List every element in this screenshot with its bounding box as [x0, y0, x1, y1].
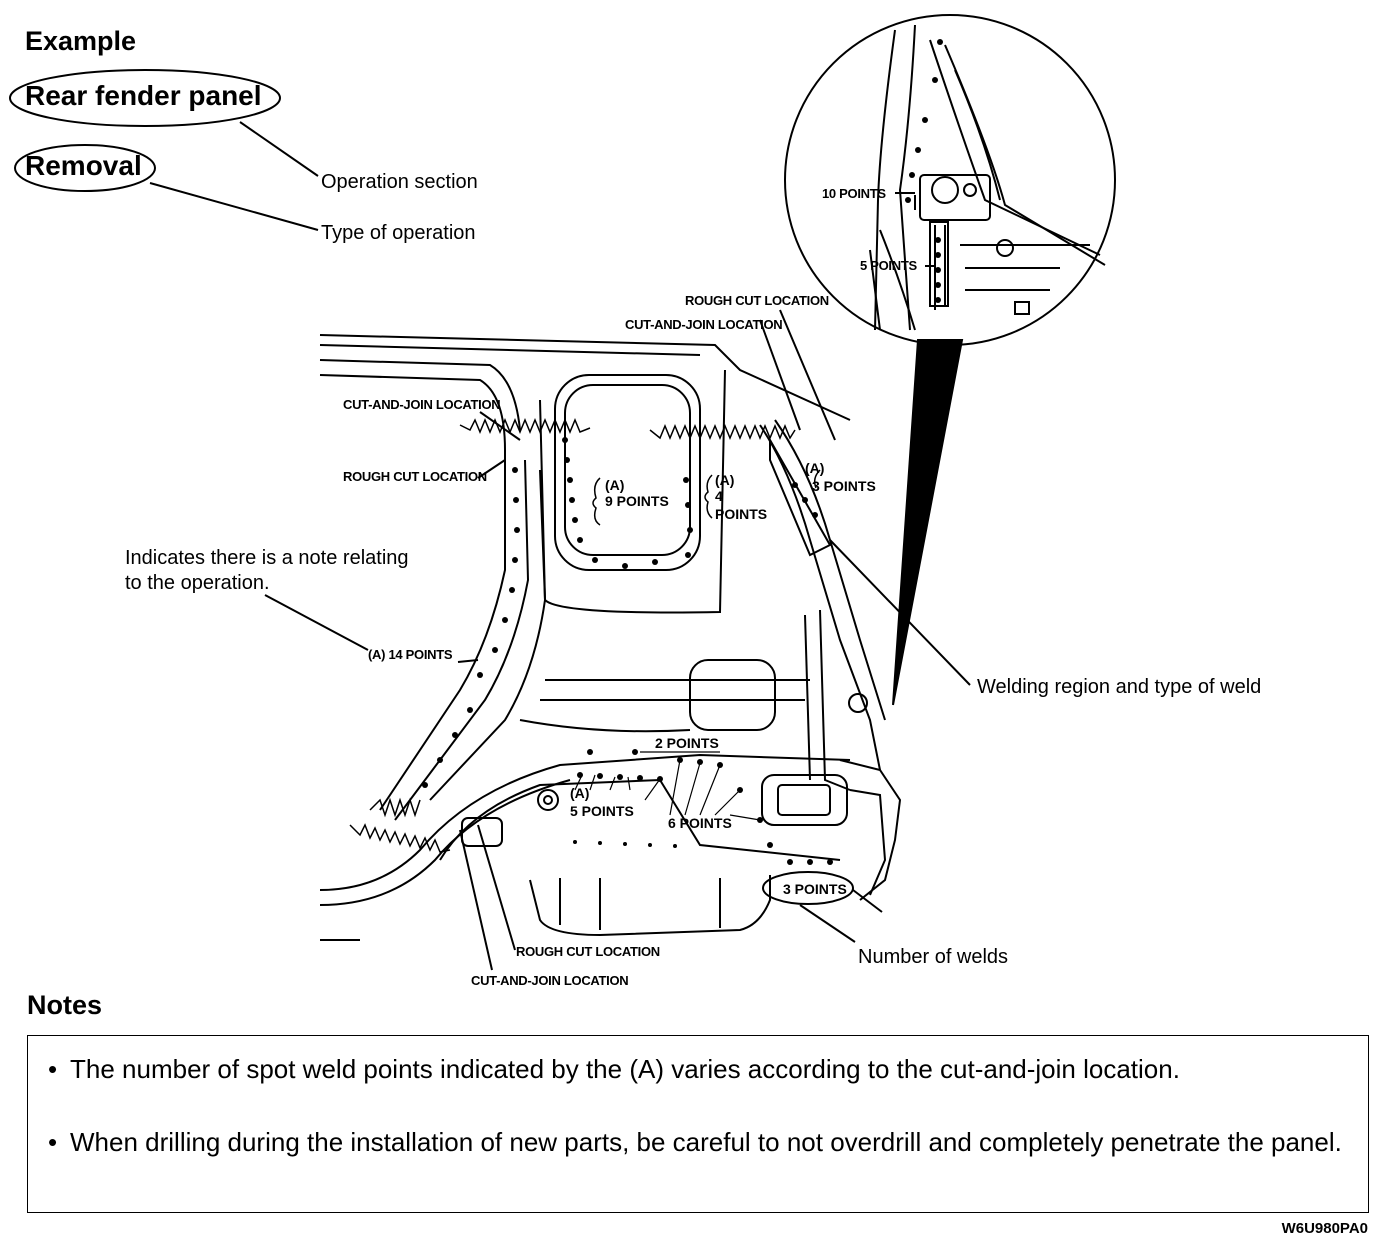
detail-circle: [784, 14, 1116, 346]
label-5-points-b: 5 POINTS: [570, 803, 634, 819]
label-6-points: 6 POINTS: [668, 815, 732, 831]
label-3-points-a: (A): [805, 460, 825, 476]
weld-points: [422, 39, 943, 865]
fuel-tank: [529, 875, 771, 937]
label-4-points-a: (A): [715, 472, 735, 488]
quarter-window: [564, 384, 691, 556]
example-heading: Example: [25, 26, 137, 56]
notes-box: • The number of spot weld points indicat…: [27, 1035, 1369, 1213]
label-rough-cut-left: ROUGH CUT LOCATION: [343, 469, 487, 484]
wheel-arch: [319, 753, 851, 891]
label-9-points-a: (A): [605, 477, 625, 493]
operation-type: Removal: [25, 150, 142, 181]
callout-operation-section: Operation section: [321, 171, 478, 193]
callout-type-of-operation: Type of operation: [321, 222, 476, 244]
notes-heading: Notes: [27, 990, 103, 1020]
label-2-points: 2 POINTS: [655, 735, 719, 751]
label-5-points-detail: 5 POINTS: [860, 258, 917, 273]
label-cut-join-left: CUT-AND-JOIN LOCATION: [343, 397, 501, 412]
operation-type-ellipse: [14, 144, 156, 192]
magnifier-wedge: [892, 339, 964, 706]
body-roof: [319, 334, 851, 421]
fuel-lid: [689, 659, 776, 731]
callout-welding-region: Welding region and type of weld: [977, 676, 1262, 698]
section-title-ellipse: [9, 69, 281, 127]
section-title: Rear fender panel: [25, 80, 262, 111]
label-4-points-b: 4: [715, 488, 723, 504]
label-rough-cut-bottom: ROUGH CUT LOCATION: [516, 944, 660, 959]
figure-code: W6U980PA0: [1281, 1220, 1368, 1237]
note-item: • When drilling during the installation …: [48, 1125, 1348, 1160]
note-item: • The number of spot weld points indicat…: [48, 1052, 1348, 1087]
label-14-points: (A) 14 POINTS: [368, 647, 453, 662]
note-text: The number of spot weld points indicated…: [70, 1054, 1180, 1084]
label-4-points-c: POINTS: [715, 506, 768, 522]
note-text: When drilling during the installation of…: [70, 1127, 1342, 1157]
label-cut-join-top: CUT-AND-JOIN LOCATION: [625, 317, 783, 332]
label-rough-cut-top: ROUGH CUT LOCATION: [685, 293, 829, 308]
label-3-points-bottom: 3 POINTS: [783, 881, 847, 897]
label-5-points-a: (A): [570, 785, 590, 801]
callout-note-indicator-1: Indicates there is a note relating: [125, 547, 409, 569]
label-cut-join-bottom: CUT-AND-JOIN LOCATION: [471, 973, 629, 988]
bullet-icon: •: [48, 1127, 58, 1157]
label-10-points: 10 POINTS: [822, 186, 886, 201]
label-9-points-b: 9 POINTS: [605, 493, 669, 509]
callout-note-indicator-2: to the operation.: [125, 572, 270, 594]
label-3-points-b: 3 POINTS: [812, 478, 876, 494]
bullet-icon: •: [48, 1054, 58, 1084]
c-pillar: [379, 450, 506, 811]
callout-number-of-welds: Number of welds: [858, 946, 1009, 968]
